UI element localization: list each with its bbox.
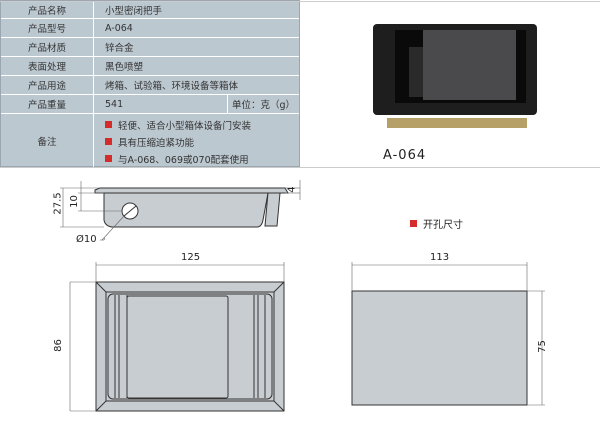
dim-flange: 4 xyxy=(286,186,298,193)
spec-row-finish: 表面处理黑色喷塑 xyxy=(1,57,299,76)
divider xyxy=(0,167,600,168)
dim-height-side: 27.5 xyxy=(52,192,64,215)
front-view xyxy=(69,262,285,412)
dim-cutout-height: 75 xyxy=(536,340,548,353)
divider xyxy=(0,1,600,2)
dim-front-height: 86 xyxy=(52,339,64,352)
dim-hole-offset: 10 xyxy=(68,195,80,208)
spec-row-name: 产品名称小型密闭把手 xyxy=(1,1,299,19)
side-view xyxy=(60,180,301,241)
note-item: 轻便、适合小型箱体设备门安装 xyxy=(105,116,251,133)
dim-cutout-width: 113 xyxy=(430,252,450,263)
bullet-icon xyxy=(105,138,112,145)
spec-row-material: 产品材质锌合金 xyxy=(1,38,299,57)
note-item: 与A-068、069或070配套使用 xyxy=(105,150,251,167)
spec-row-usage: 产品用途烤箱、试验箱、环境设备等箱体 xyxy=(1,76,299,95)
product-photo xyxy=(373,24,537,128)
dim-front-width: 125 xyxy=(181,252,201,263)
bullet-icon xyxy=(410,220,417,227)
bullet-icon xyxy=(105,155,112,162)
note-item: 具有压缩迫紧功能 xyxy=(105,133,251,150)
photo-caption: A-064 xyxy=(383,148,427,163)
bullet-icon xyxy=(105,121,112,128)
notes-list: 轻便、适合小型箱体设备门安装 具有压缩迫紧功能 与A-068、069或070配套… xyxy=(105,116,251,167)
cutout-label: 开孔尺寸 xyxy=(410,216,463,231)
dim-hole-dia: Ø10 xyxy=(76,234,97,245)
cutout-view xyxy=(351,262,545,406)
spec-row-notes: 备注 轻便、适合小型箱体设备门安装 具有压缩迫紧功能 与A-068、069或07… xyxy=(1,114,299,167)
